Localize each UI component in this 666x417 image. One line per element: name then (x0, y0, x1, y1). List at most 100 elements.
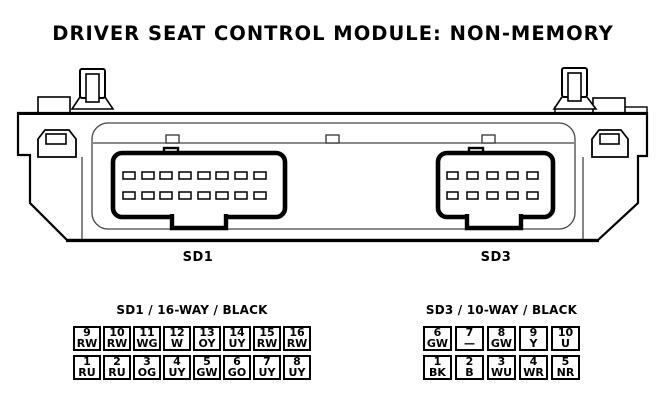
bracket-right (582, 129, 629, 239)
pin-number: 7 (263, 355, 271, 368)
pin-number: 4 (173, 355, 181, 368)
connector-sd1-pins (122, 171, 267, 200)
sd1-label: SD1 (183, 250, 214, 265)
pin-code: WU (490, 365, 513, 379)
mounting-post-right (552, 67, 598, 110)
pin-number: 15 (259, 326, 275, 339)
pin-cell: 7— (455, 326, 484, 351)
pin-number: 13 (199, 326, 215, 339)
panel-clip (481, 134, 496, 144)
top-tab-right (592, 97, 626, 114)
pin-code: — (464, 336, 475, 350)
pin-number: 1 (433, 355, 442, 368)
pin-code: GW (196, 365, 218, 379)
pin-number: 14 (229, 326, 245, 339)
table-sd3-title: SD3 / 10-WAY / BLACK (425, 303, 578, 317)
pin-code: BK (429, 365, 446, 379)
pin-code: WG (136, 336, 158, 350)
pin-number: 4 (529, 355, 538, 368)
pin-number: 16 (289, 326, 305, 339)
pin-number: 9 (529, 326, 538, 339)
pin-code: UY (288, 365, 306, 379)
pin-number: 3 (143, 355, 151, 368)
pin-code: RW (106, 336, 128, 350)
connector-sd3 (435, 146, 556, 231)
pin-number: 6 (233, 355, 241, 368)
pin-code: OG (137, 365, 157, 379)
pin-number: 2 (465, 355, 474, 368)
mounting-post-left (70, 68, 115, 110)
pin-code: RW (256, 336, 278, 350)
pin-code: W (170, 336, 184, 350)
page-title: DRIVER SEAT CONTROL MODULE: NON-MEMORY (52, 22, 614, 45)
pin-code: UY (168, 365, 186, 379)
pin-number: 1 (83, 355, 91, 368)
connector-sd3-pins (446, 171, 539, 200)
pin-code: NR (556, 365, 575, 379)
connector-sd1 (110, 146, 288, 231)
bracket-left (37, 129, 83, 239)
pin-code: GO (227, 365, 247, 379)
top-tab-left (37, 96, 71, 114)
panel-clip (325, 134, 340, 144)
pin-number: 3 (497, 355, 506, 368)
pin-number: 10 (557, 326, 574, 339)
pin-code: UY (228, 336, 246, 350)
pin-code: GW (490, 336, 513, 350)
pin-code: GW (426, 336, 449, 350)
pin-code: UY (258, 365, 276, 379)
pin-code: RU (78, 365, 96, 379)
pin-code: OY (198, 336, 216, 350)
pin-number: 6 (433, 326, 442, 339)
pin-code: RU (108, 365, 126, 379)
pin-code: Y (529, 336, 538, 350)
pin-code: RW (76, 336, 98, 350)
table-sd1-title: SD1 / 16-WAY / BLACK (116, 303, 268, 317)
pin-number: 10 (109, 326, 125, 339)
pin-number: 2 (113, 355, 121, 368)
pin-number: 5 (203, 355, 211, 368)
pin-number: 7 (465, 326, 474, 339)
pin-code: U (561, 336, 570, 350)
pin-code: B (465, 365, 474, 379)
pin-number: 11 (139, 326, 155, 339)
pin-number: 12 (169, 326, 185, 339)
pin-code: WR (523, 365, 544, 379)
sd3-label: SD3 (481, 250, 512, 265)
pin-number: 5 (561, 355, 570, 368)
pin-code: RW (286, 336, 308, 350)
